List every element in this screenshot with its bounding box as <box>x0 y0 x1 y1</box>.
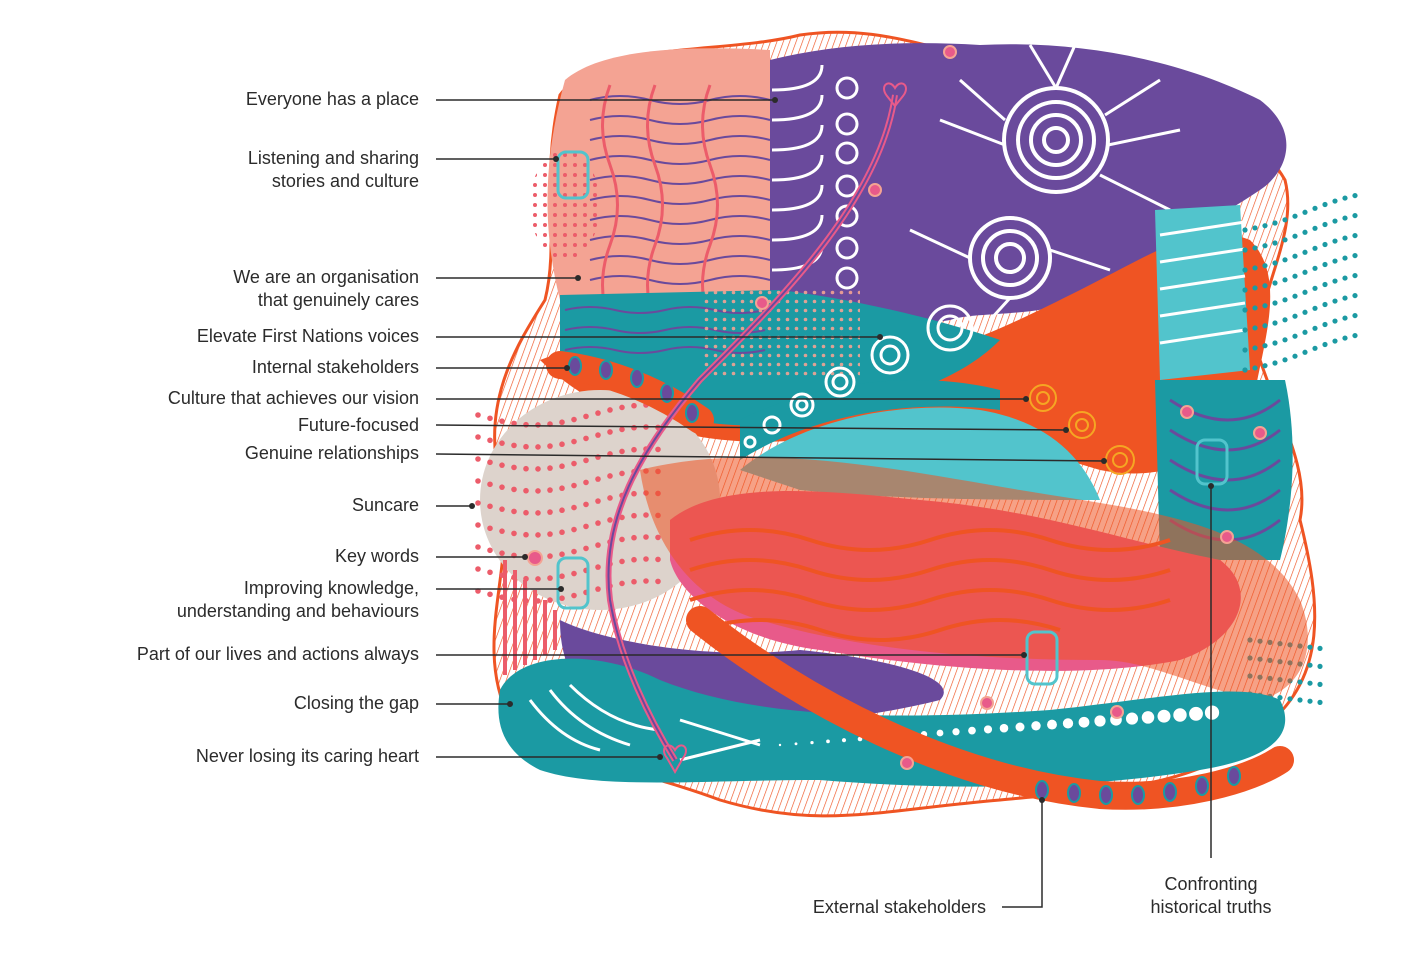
label-external-stakeholders: External stakeholders <box>812 897 986 917</box>
purple-semicircle-lines <box>771 64 824 272</box>
pink-stripes <box>689 528 1171 642</box>
label-genuine-relationships: Genuine relationships <box>244 443 419 463</box>
heart-bottom-icon <box>663 744 687 775</box>
coral-dot-blob <box>530 150 600 260</box>
orange-lower-band <box>640 457 1308 700</box>
label-caring-heart: Never losing its caring heart <box>195 746 419 766</box>
leader-lines <box>435 99 1212 908</box>
label-everyone-has-a-place: Everyone has a place <box>245 89 419 109</box>
label-part-of-lives: Part of our lives and actions always <box>136 644 419 664</box>
snake-blue-dots <box>1035 766 1241 805</box>
leader-dots <box>469 97 1214 803</box>
teal-right-block <box>1155 380 1293 560</box>
teal-bottom-white-lines <box>528 683 761 762</box>
sun-rays <box>909 44 1181 322</box>
teal-dot-panel <box>700 290 860 380</box>
label-elevate-voices: Elevate First Nations voices <box>196 326 419 346</box>
label-key-words: Key words <box>334 546 419 566</box>
coral-dot-arcs <box>475 402 661 604</box>
pink-marker-dots <box>527 45 1267 770</box>
label-suncare: Suncare <box>351 495 419 515</box>
coral-vertical-bars <box>503 560 557 675</box>
salmon-vertical-lines <box>601 84 719 326</box>
salmon-wave-lines <box>589 95 771 285</box>
white-dot-trail <box>778 705 1220 747</box>
label-culture-vision: Culture that achieves our vision <box>167 388 419 408</box>
orange-sun-icons <box>1029 384 1135 475</box>
label-closing-gap: Closing the gap <box>293 693 419 713</box>
label-improving-knowledge: Improving knowledge,understanding and be… <box>176 578 419 621</box>
elevate-ring-chain <box>743 304 974 449</box>
label-future-focused: Future-focused <box>297 415 419 435</box>
label-internal-stakeholders: Internal stakeholders <box>251 357 419 377</box>
heart-top-icon <box>883 82 907 108</box>
light-teal-column-lines <box>1159 220 1246 345</box>
upper-snake-blue-dots <box>568 356 699 423</box>
light-teal-column <box>1155 205 1250 380</box>
